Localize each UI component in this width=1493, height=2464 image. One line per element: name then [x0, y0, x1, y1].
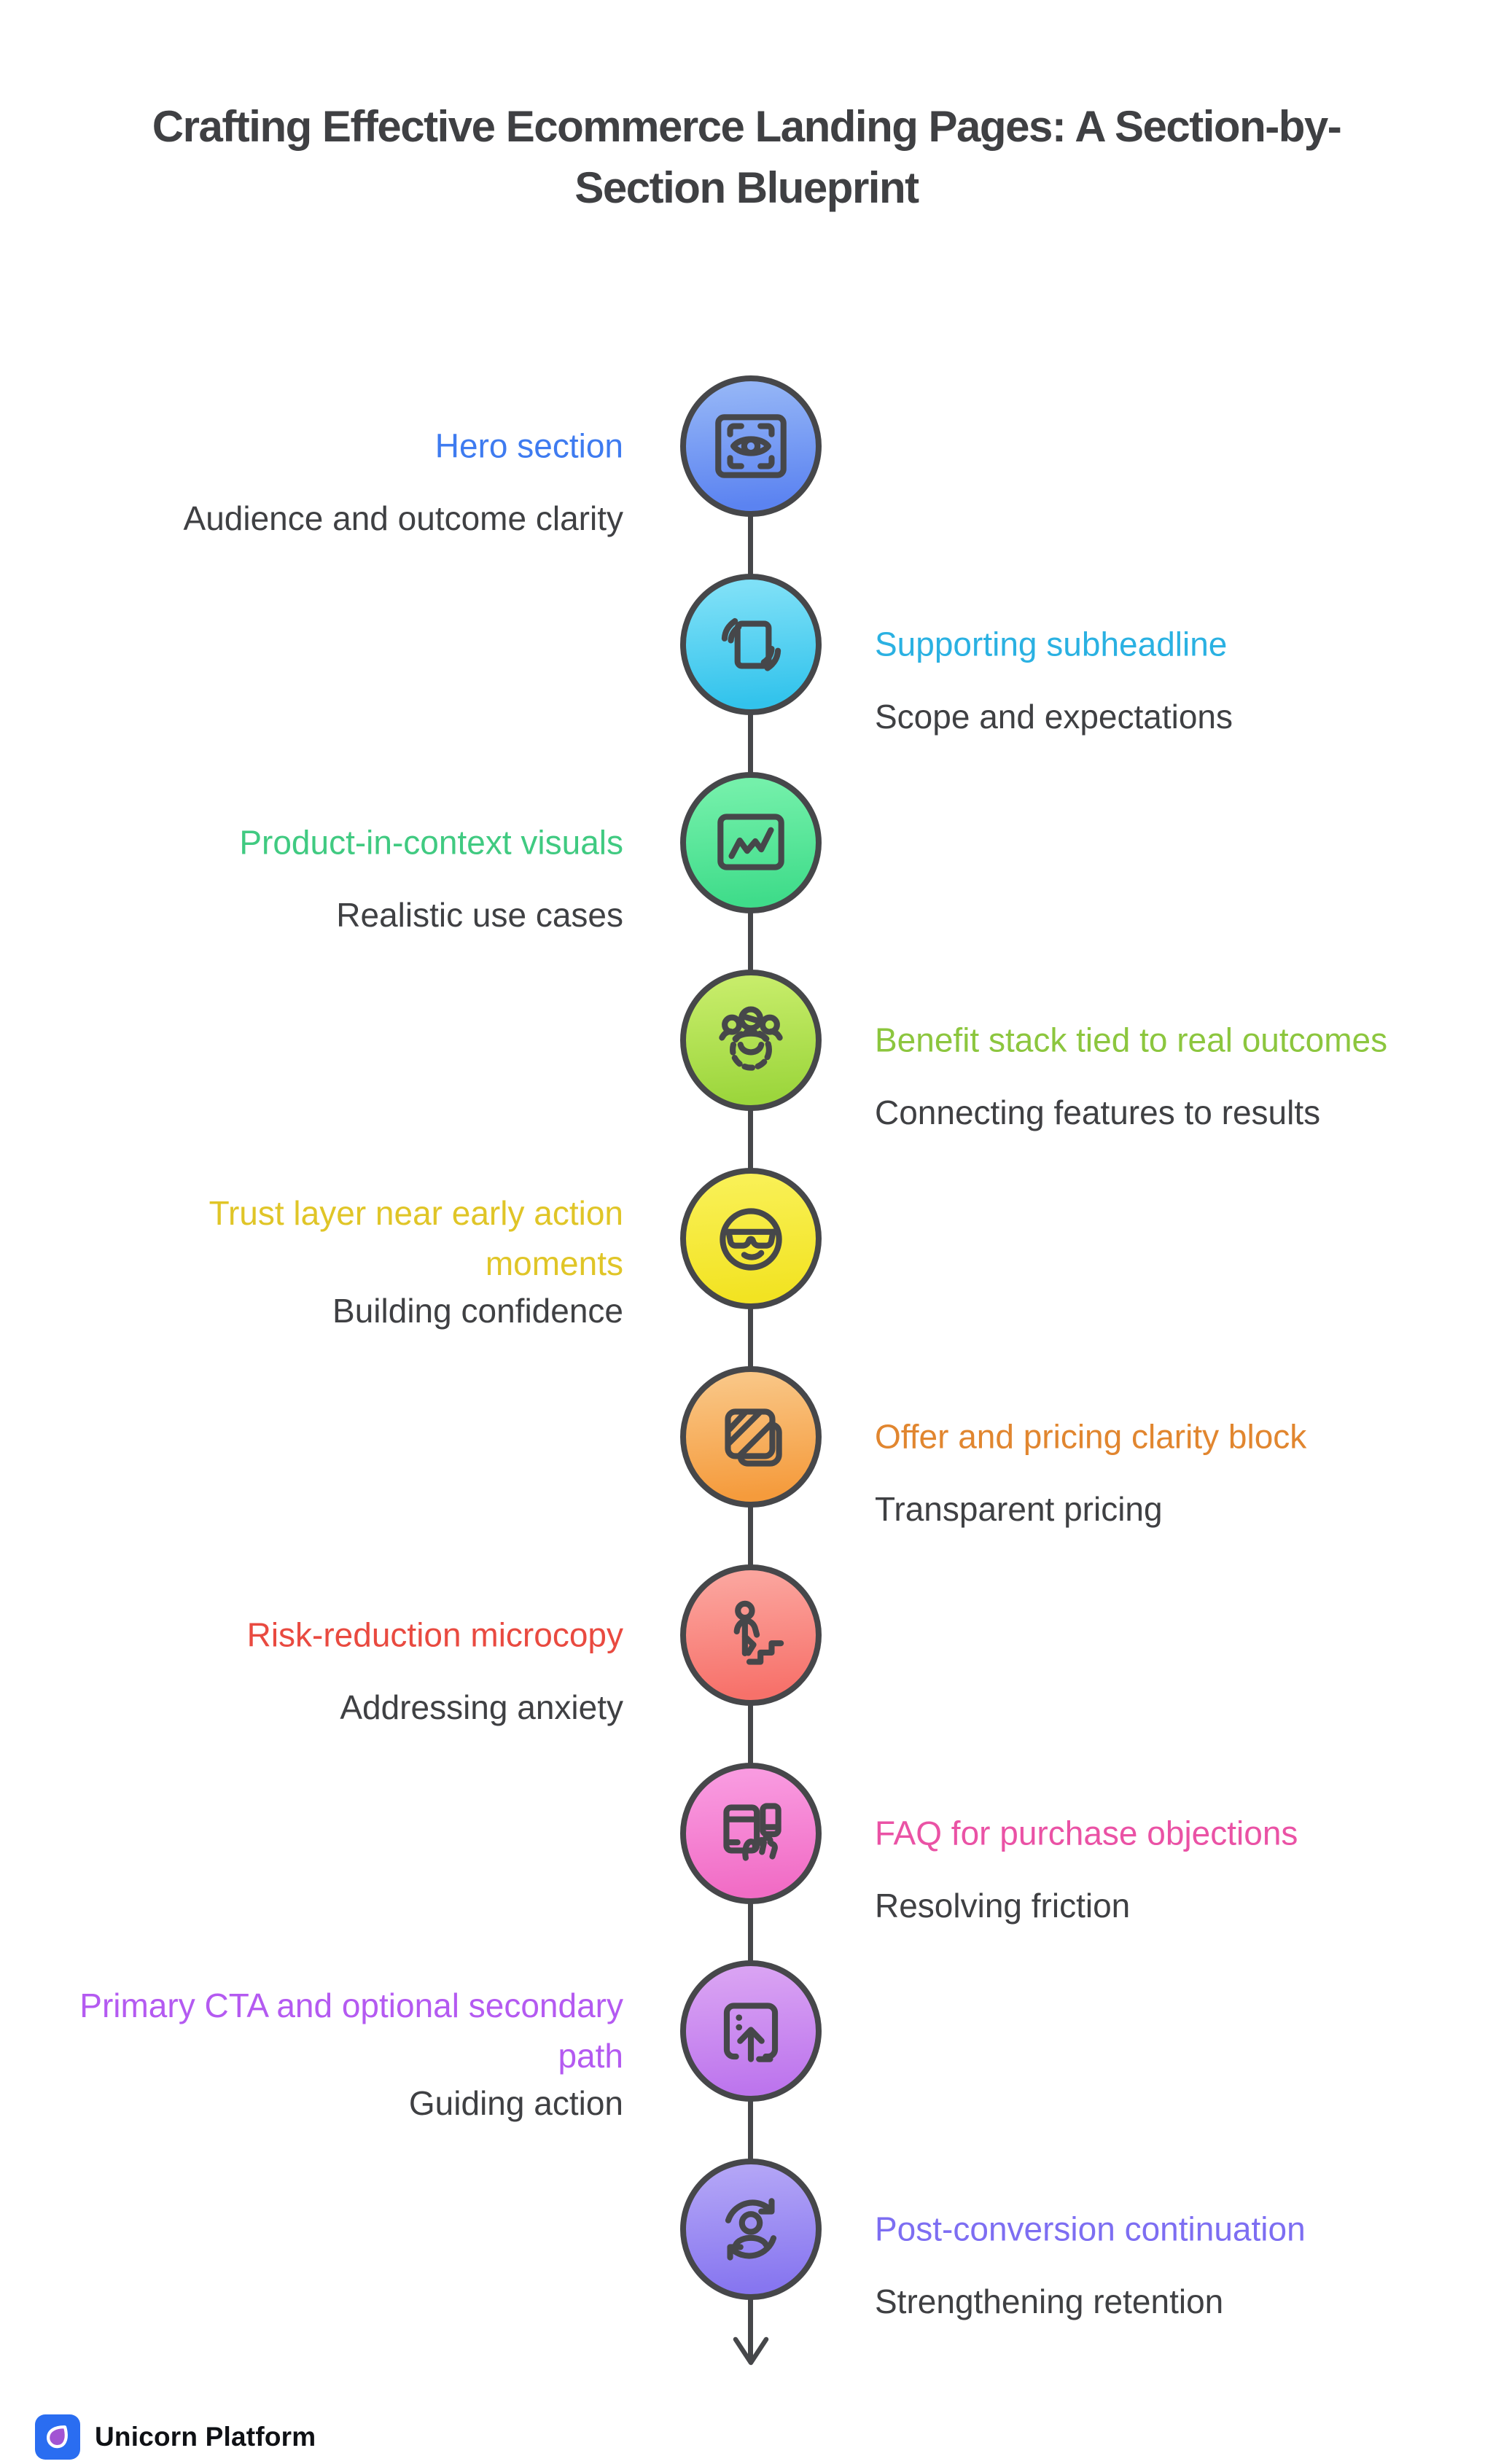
item-subtext: Connecting features to results	[875, 1093, 1321, 1132]
user-refresh-icon	[706, 2185, 795, 2274]
brand-footer: Unicorn Platform	[35, 2414, 316, 2460]
item-subtext: Scope and expectations	[875, 697, 1233, 736]
item-subtext: Building confidence	[332, 1292, 623, 1330]
item-subtext: Strengthening retention	[875, 2282, 1224, 2321]
timeline-node	[680, 1762, 822, 1904]
unicorn-logo-icon	[35, 2414, 80, 2460]
screen-eye-icon	[706, 402, 795, 491]
item-subtext: Resolving friction	[875, 1886, 1131, 1925]
devices-hand-icon	[706, 1789, 795, 1878]
item-heading: Trust layer near early action moments	[208, 1194, 623, 1283]
title-line-2: Section Blueprint	[574, 163, 919, 212]
cool-face-icon	[706, 1194, 795, 1283]
page-title: Crafting Effective Ecommerce Landing Pag…	[0, 96, 1493, 219]
item-subtext: Transparent pricing	[875, 1490, 1163, 1528]
item-heading: Benefit stack tied to real outcomes	[875, 1021, 1388, 1059]
chart-screen-icon	[706, 798, 795, 887]
timeline-node	[680, 375, 822, 517]
stacked-squares-icon	[706, 1392, 795, 1481]
person-stairs-icon	[706, 1591, 795, 1680]
timeline-node	[680, 1960, 822, 2102]
upload-box-icon	[706, 1987, 795, 2075]
arrow-down-icon	[733, 2336, 769, 2366]
timeline-node	[680, 1366, 822, 1508]
item-heading: FAQ for purchase objections	[875, 1814, 1298, 1852]
timeline-node	[680, 970, 822, 1112]
timeline-node	[680, 1564, 822, 1706]
item-subtext: Realistic use cases	[336, 895, 623, 934]
timeline-node	[680, 2159, 822, 2301]
item-subtext: Guiding action	[408, 2084, 623, 2123]
brand-name: Unicorn Platform	[95, 2422, 316, 2452]
item-heading: Primary CTA and optional secondary path	[79, 1987, 623, 2075]
item-heading: Risk-reduction microcopy	[246, 1615, 623, 1654]
title-line-1: Crafting Effective Ecommerce Landing Pag…	[152, 102, 1342, 151]
timeline-node	[680, 573, 822, 715]
item-heading: Supporting subheadline	[875, 625, 1228, 663]
timeline-node	[680, 771, 822, 913]
timeline-node	[680, 1168, 822, 1310]
hands-tablet-icon	[706, 600, 795, 689]
item-heading: Hero section	[434, 426, 623, 465]
item-subtext: Audience and outcome clarity	[183, 499, 623, 537]
item-subtext: Addressing anxiety	[340, 1688, 623, 1726]
team-gear-icon	[706, 996, 795, 1085]
item-heading: Product-in-context visuals	[239, 823, 623, 862]
item-heading: Offer and pricing clarity block	[875, 1417, 1307, 1456]
item-heading: Post-conversion continuation	[875, 2210, 1306, 2248]
